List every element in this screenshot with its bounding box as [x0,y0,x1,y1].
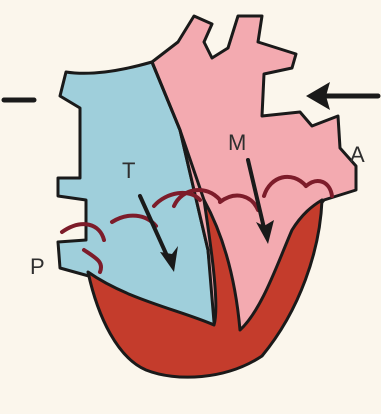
label-mitral: M [228,130,246,155]
label-tricuspid: T [122,158,135,183]
label-aortic: A [350,142,365,167]
label-pulmonary: P [30,254,45,279]
